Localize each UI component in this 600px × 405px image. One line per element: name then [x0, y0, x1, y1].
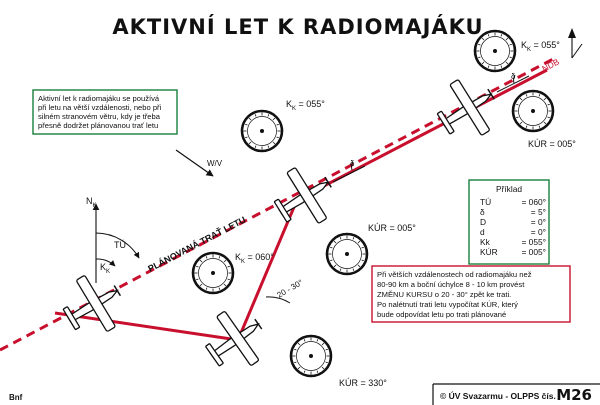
correction-note-line: bude odpovídat letu po trati plánované	[377, 310, 506, 319]
heading-angle-arc	[95, 258, 116, 267]
footer: © ÚV Svazarmu - OLPPS čís. M26	[432, 383, 600, 405]
drift-angle-label: δ	[350, 159, 355, 168]
page-title: AKTIVNÍ LET K RADIOMAJÁKU	[112, 14, 483, 39]
radio-compass-icon	[325, 232, 369, 276]
intro-note-line: přesně dodržet plánovanou trať letu	[38, 121, 158, 130]
artist-mark: Bnf	[9, 393, 23, 402]
correction-note-line: 80-90 km a boční úchylce 8 - 10 km prové…	[377, 280, 525, 289]
kur-label: KÚR = 005°	[528, 139, 576, 149]
north-label: NK	[86, 196, 97, 209]
example-key: KÚR	[480, 247, 498, 257]
example-value: = 060°	[521, 197, 546, 207]
correction-note-box: Při větších vzdálenostech od radiomajáku…	[371, 265, 571, 323]
compass-gauge-icon	[191, 251, 235, 295]
correction-note-line: ZMĚNU KURSU o 20 - 30° zpět ke trati.	[377, 290, 511, 299]
beacon-label: NDB	[540, 56, 561, 73]
heading-angle-label: KK	[100, 262, 110, 275]
radio-compass-icon	[511, 89, 555, 133]
example-heading: Příklad	[496, 184, 522, 194]
drift-angle-marker	[332, 74, 530, 183]
example-value: = 055°	[521, 237, 546, 247]
aircraft-4	[426, 68, 508, 151]
example-key: Kk	[480, 237, 491, 247]
footer-code: M26	[556, 386, 592, 404]
tu-angle-label: TÚ	[114, 240, 126, 250]
correction-angle-arc	[265, 296, 291, 304]
compass-gauge-icon	[473, 29, 517, 73]
example-box: Příklad TÚ = 060° δ = 5° D = 0° d = 0° K…	[468, 179, 550, 265]
correction-angle-label: 20 - 30°	[276, 278, 305, 300]
kur-label: KÚR = 005°	[368, 223, 416, 233]
north-arrow-icon	[568, 28, 583, 59]
intro-note-line: Aktivní let k radiomajáku se používá	[38, 94, 160, 103]
example-value: = 5°	[531, 207, 546, 217]
wind-label: W/V	[207, 159, 223, 168]
radio-compass-icon	[289, 334, 333, 378]
heading-label: KK = 055°	[521, 40, 560, 53]
heading-label: KK = 055°	[286, 99, 325, 112]
correction-note-line: Při větších vzdálenostech od radiomajáku…	[377, 270, 532, 279]
tu-angle-arc	[95, 232, 140, 259]
example-key: D	[480, 217, 486, 227]
wind-arrow-icon	[175, 149, 214, 177]
aircraft-3	[263, 156, 345, 239]
intro-note-line: při letu na větší vzdálenosti, nebo při	[38, 103, 162, 112]
compass-gauge-icon	[240, 109, 284, 153]
footer-org: © ÚV Svazarmu - OLPPS čís.	[440, 390, 556, 401]
example-value: = 005°	[521, 247, 546, 257]
example-key: d	[480, 227, 485, 237]
intro-note-line: silném stranovém větru, kdy je třeba	[38, 112, 161, 121]
heading-label: KK = 060°	[235, 252, 274, 265]
example-key: δ	[480, 207, 485, 217]
example-key: TÚ	[480, 197, 491, 207]
intro-note-box: Aktivní let k radiomajáku se používá při…	[32, 89, 178, 135]
correction-note-line: Po nalétnutí trati letu vypočítat KÚR, k…	[377, 300, 518, 309]
kur-label: KÚR = 330°	[339, 378, 387, 388]
example-value: = 0°	[531, 217, 546, 227]
aircraft-1	[53, 264, 134, 346]
example-value: = 0°	[531, 227, 546, 237]
aircraft-2	[194, 298, 277, 382]
drift-angle-label: δ	[511, 72, 516, 81]
